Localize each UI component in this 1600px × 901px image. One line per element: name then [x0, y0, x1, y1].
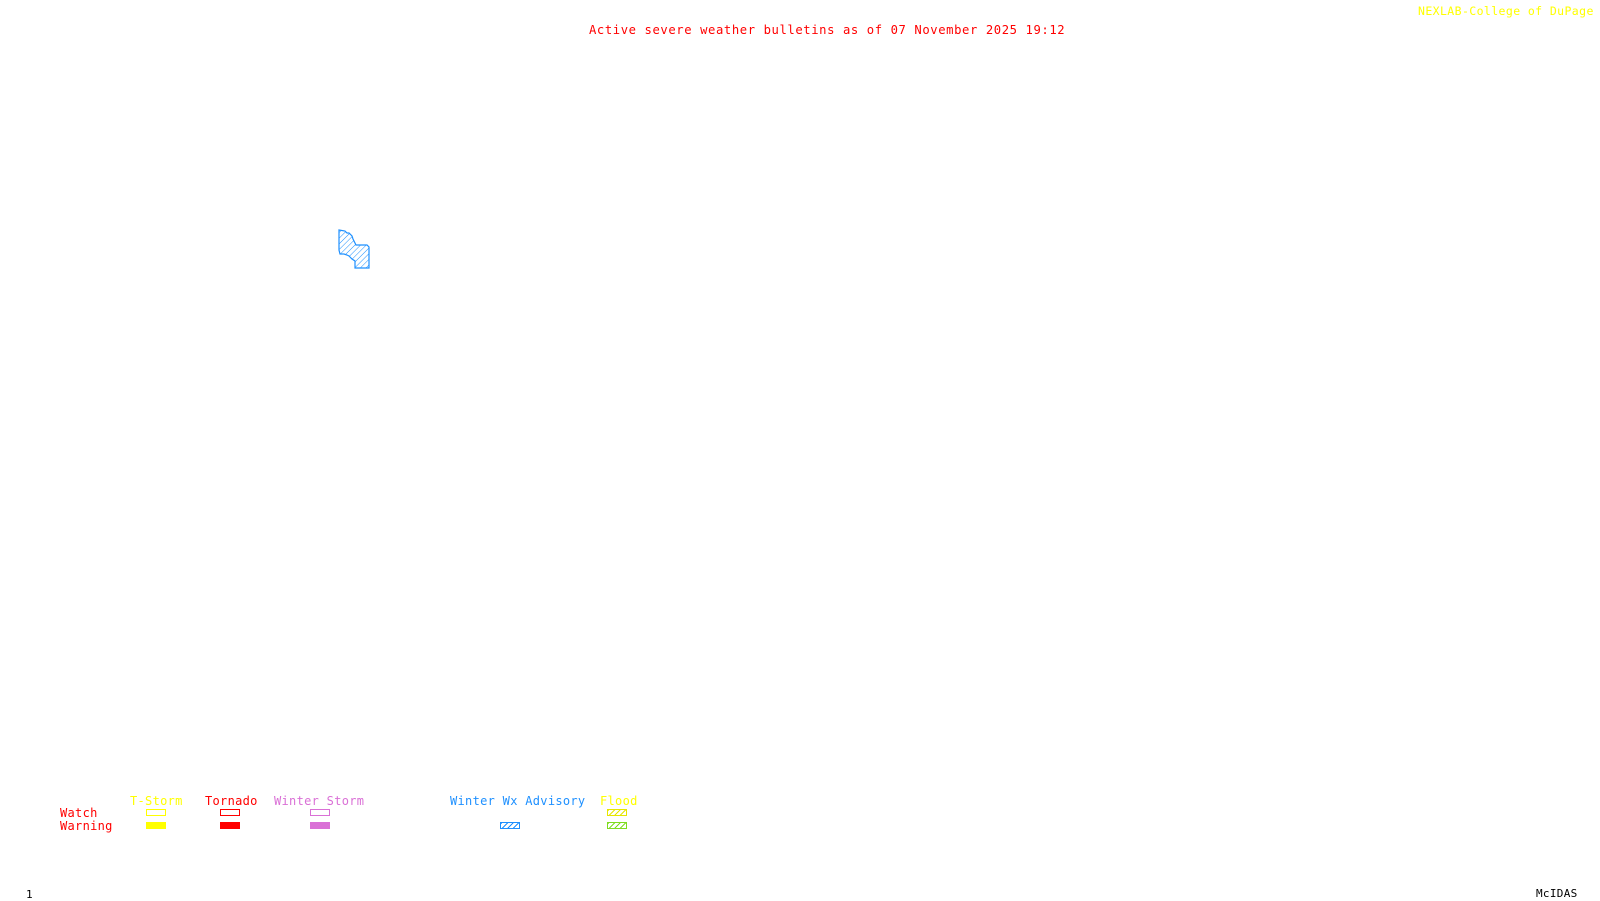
legend-row-watch: Watch [60, 806, 98, 820]
legend-label-tornado: Tornado [205, 794, 258, 808]
legend-row-warning: Warning [60, 819, 113, 833]
legend-tstorm-watch [146, 809, 166, 816]
legend-label-winter-wx-advisory: Winter Wx Advisory [450, 794, 586, 808]
legend-tornado-watch [220, 809, 240, 816]
legend-label-winter-storm: Winter Storm [274, 794, 365, 808]
software-label: McIDAS [1536, 887, 1578, 900]
credit-text: NEXLAB-College of DuPage [1418, 4, 1594, 18]
legend-flood-watch [607, 809, 627, 816]
legend-winter-wx-advisory-warning [500, 822, 520, 829]
legend-tornado-warning [220, 822, 240, 829]
map-title: Active severe weather bulletins as of 07… [589, 23, 1066, 37]
legend-winter-storm-watch [310, 809, 330, 816]
legend-label-tstorm: T-Storm [130, 794, 183, 808]
credit-label: NEXLAB-College of DuPage [1418, 5, 1600, 17]
legend-label-flood: Flood [600, 794, 638, 808]
legend-flood-warning [607, 822, 627, 829]
frame-number: 1 [26, 888, 33, 901]
legend-tstorm-warning [146, 822, 166, 829]
winter-wx-advisory-area[interactable] [338, 229, 370, 269]
legend-winter-storm-warning [310, 822, 330, 829]
